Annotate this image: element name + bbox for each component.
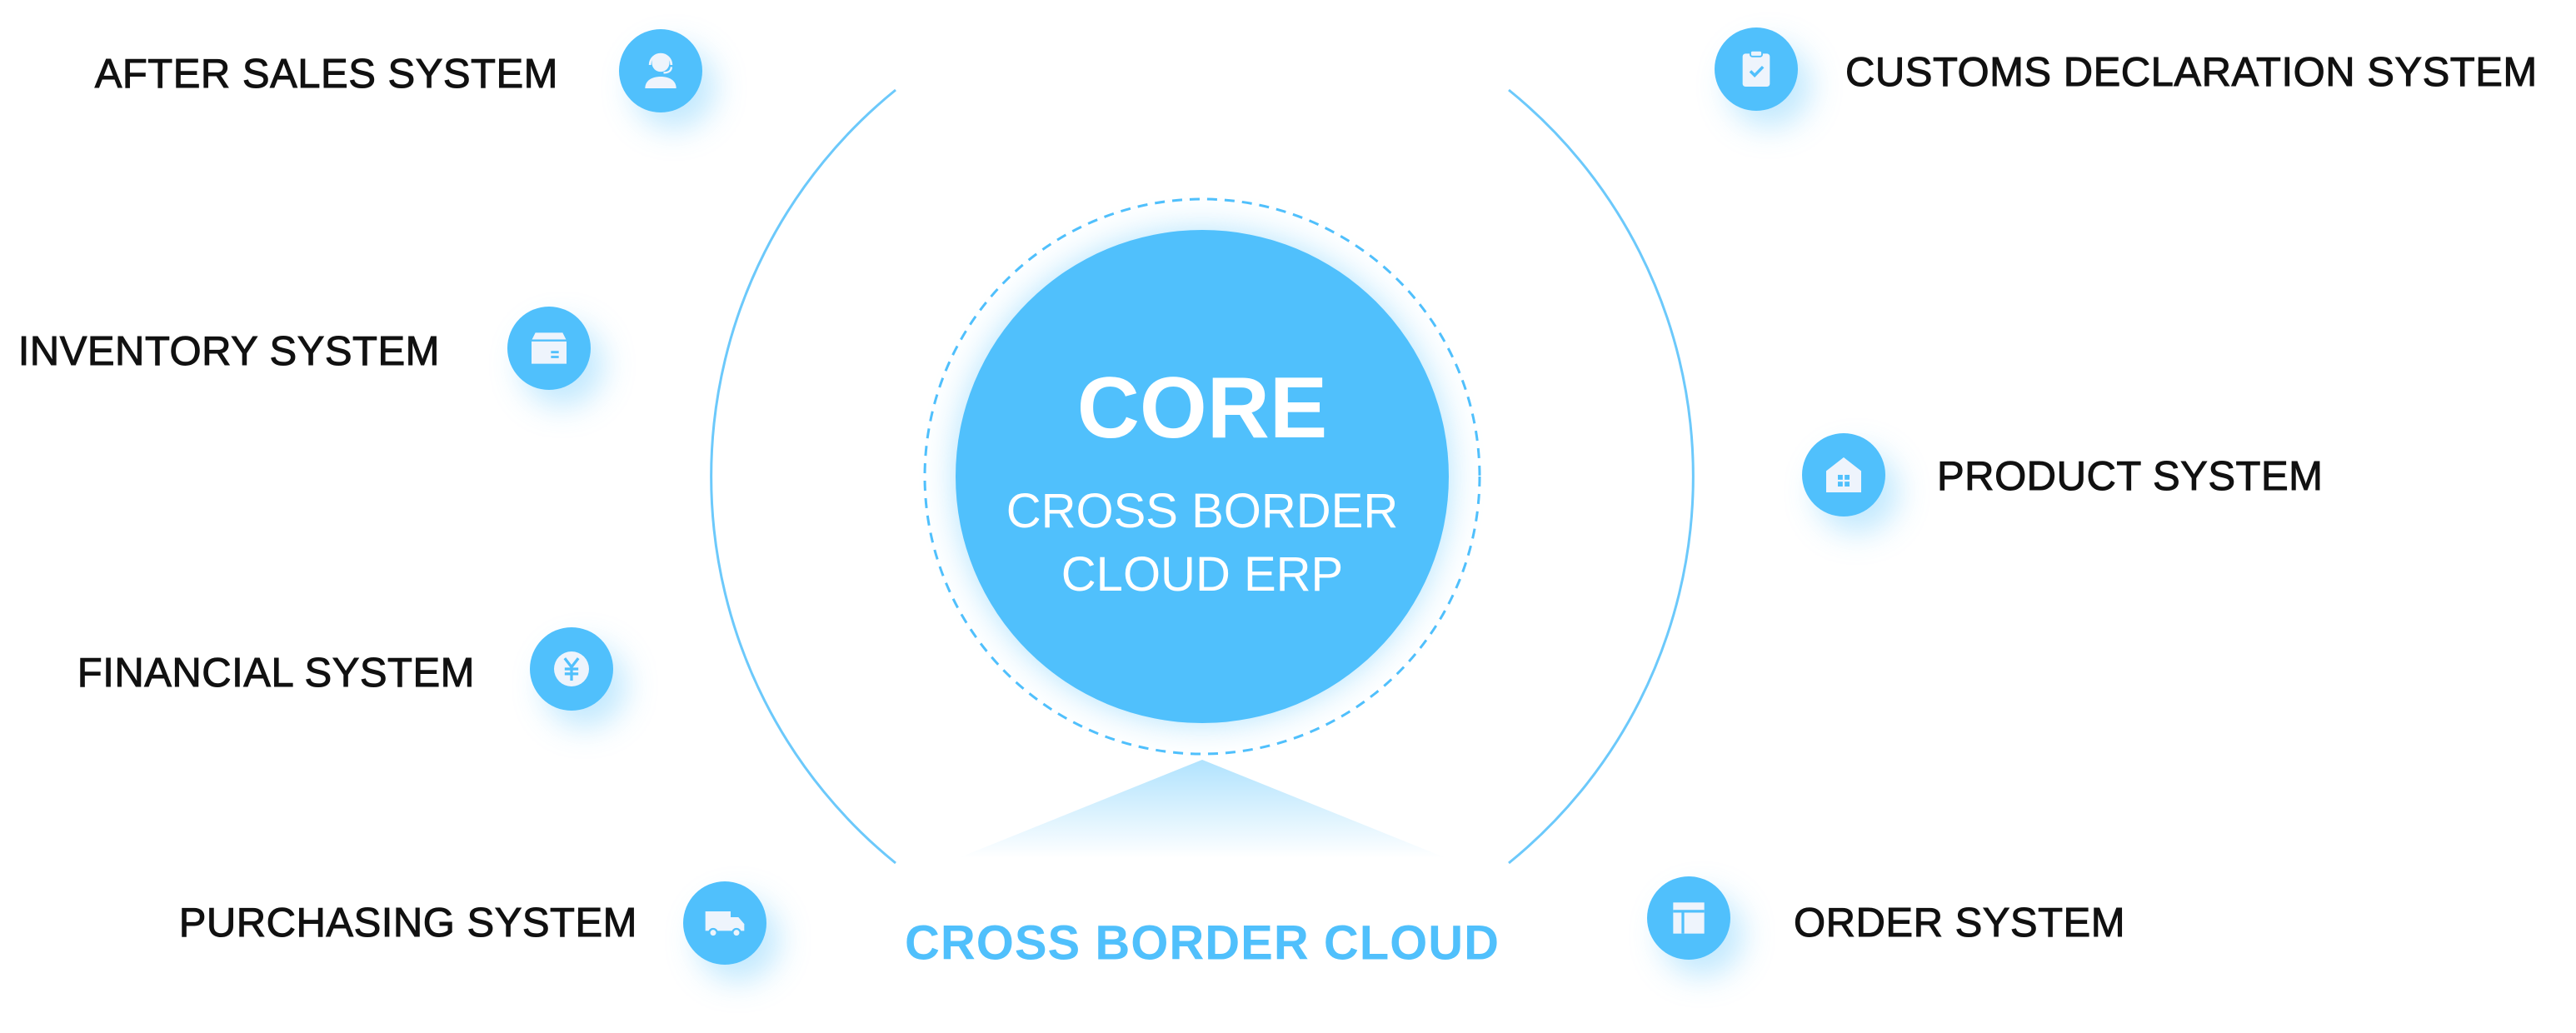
house-icon <box>1802 433 1885 516</box>
dashed-ring <box>923 197 1481 756</box>
order-system-label: ORDER SYSTEM <box>1793 901 2126 946</box>
yen-icon <box>530 627 613 711</box>
core-title: CORE <box>1076 360 1328 457</box>
layout-icon <box>1647 876 1730 960</box>
customs-declaration-system-label: CUSTOMS DECLARATION SYSTEM <box>1845 50 2538 96</box>
product-system-label: PRODUCT SYSTEM <box>1936 454 2324 500</box>
inventory-system-label: INVENTORY SYSTEM <box>17 329 440 375</box>
outer-ring-left-arc <box>710 88 896 865</box>
cross-border-cloud-label: CROSS BORDER CLOUD <box>904 916 1500 971</box>
core-subtitle: CROSS BORDER CLOUD ERP <box>956 480 1449 606</box>
customer-service-icon <box>619 29 702 112</box>
core-subtitle-line2: CLOUD ERP <box>1061 547 1344 601</box>
core-subtitle-line1: CROSS BORDER <box>1006 484 1399 538</box>
outer-ring-right-arc <box>1508 88 1695 865</box>
glow-beam <box>958 760 1446 858</box>
truck-icon <box>683 881 766 965</box>
after-sales-system-label: AFTER SALES SYSTEM <box>94 52 558 97</box>
box-icon <box>507 307 591 390</box>
purchasing-system-label: PURCHASING SYSTEM <box>178 901 637 946</box>
clipboard-check-icon <box>1715 27 1798 111</box>
core-circle: CORE CROSS BORDER CLOUD ERP <box>956 230 1449 723</box>
financial-system-label: FINANCIAL SYSTEM <box>77 651 475 696</box>
